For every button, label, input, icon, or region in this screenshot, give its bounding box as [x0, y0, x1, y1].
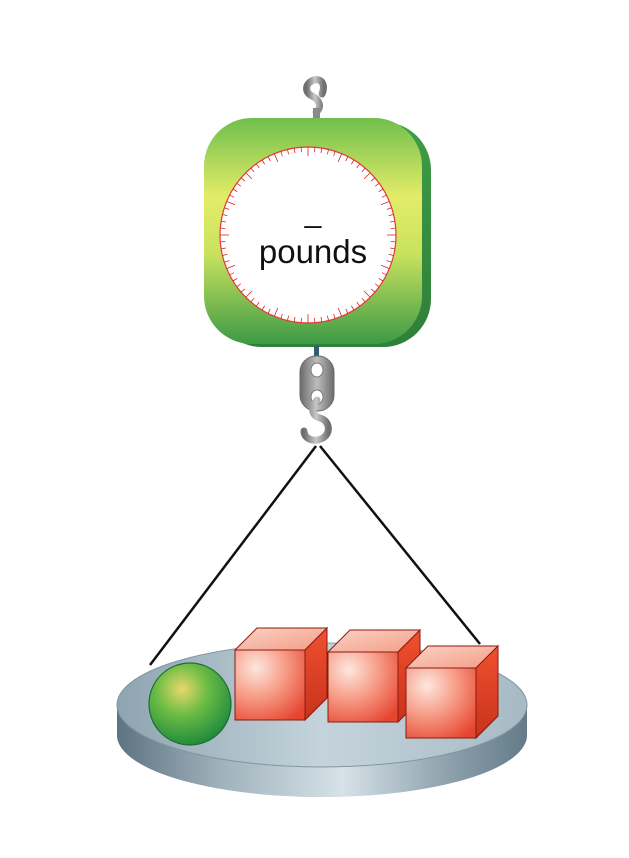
dial-tick	[232, 188, 238, 192]
dial-tick	[320, 148, 323, 154]
dial-tick	[261, 159, 265, 165]
dial-tick	[380, 264, 390, 270]
dial-tick	[236, 182, 242, 187]
scale-link	[299, 346, 335, 412]
dial-tick	[378, 278, 384, 282]
dial-tick	[378, 188, 384, 192]
dial-tick	[229, 194, 235, 198]
dial-tick	[345, 156, 349, 162]
dial-tick	[337, 153, 343, 163]
scale-reading: _	[304, 196, 323, 229]
dial-tick	[326, 315, 329, 321]
red-cube	[233, 626, 329, 722]
dial-tick	[356, 301, 361, 307]
dial-tick	[273, 153, 279, 163]
dial-tick	[226, 264, 236, 270]
dial-tick	[351, 159, 355, 165]
dial-tick	[280, 151, 283, 157]
dial-tick	[386, 207, 392, 210]
dial-tick	[370, 288, 376, 293]
red-cubes	[233, 626, 500, 740]
dial-tick	[293, 316, 296, 322]
dial-tick	[221, 247, 227, 250]
dial-tick	[389, 220, 395, 223]
bottom-hook	[300, 396, 332, 444]
dial-tick	[333, 313, 336, 319]
dial-tick	[363, 172, 371, 180]
dial-tick	[386, 260, 392, 263]
dial-tick	[232, 278, 238, 282]
dial-tick	[388, 214, 394, 217]
dial-tick	[222, 214, 228, 217]
green-sphere	[148, 662, 232, 746]
pan-strings	[149, 445, 481, 666]
dial-tick	[374, 283, 380, 288]
dial-tick	[250, 167, 255, 173]
dial-tick	[226, 200, 236, 206]
dial-tick	[333, 151, 336, 157]
dial-tick	[240, 177, 246, 182]
dial-tick	[255, 301, 260, 307]
dial-tick	[222, 253, 228, 256]
dial-tick	[261, 305, 265, 311]
dial-tick	[380, 200, 390, 206]
dial-tick	[287, 315, 290, 321]
dial-tick	[381, 194, 387, 198]
dial-tick	[356, 163, 361, 169]
dial-tick	[224, 207, 230, 210]
dial-tick	[229, 272, 235, 276]
dial-tick	[240, 288, 246, 293]
scale-unit-label: pounds	[259, 233, 367, 270]
top-hook	[303, 76, 327, 122]
dial-tick	[326, 149, 329, 155]
dial-tick	[245, 290, 253, 298]
dial-tick	[337, 307, 343, 317]
red-cube	[404, 644, 500, 740]
dial-tick	[293, 148, 296, 154]
scale-dial: _ pounds	[219, 146, 397, 324]
dial-tick	[370, 177, 376, 182]
dial-tick	[267, 308, 271, 314]
dial-tick	[351, 305, 355, 311]
dial-tick	[280, 313, 283, 319]
dial-tick	[267, 156, 271, 162]
dial-tick	[287, 149, 290, 155]
dial-tick	[374, 182, 380, 187]
dial-tick	[361, 167, 366, 173]
dial-tick	[363, 290, 371, 298]
dial-tick	[320, 316, 323, 322]
dial-tick	[255, 163, 260, 169]
dial-tick	[221, 220, 227, 223]
dial-tick	[273, 307, 279, 317]
dial-tick	[388, 253, 394, 256]
dial-tick	[361, 297, 366, 303]
dial-tick	[250, 297, 255, 303]
dial-tick	[245, 172, 253, 180]
dial-tick	[224, 260, 230, 263]
dial-tick	[389, 247, 395, 250]
dial-tick	[345, 308, 349, 314]
dial-ticks	[220, 147, 396, 323]
dial-tick	[236, 283, 242, 288]
dial-tick	[381, 272, 387, 276]
